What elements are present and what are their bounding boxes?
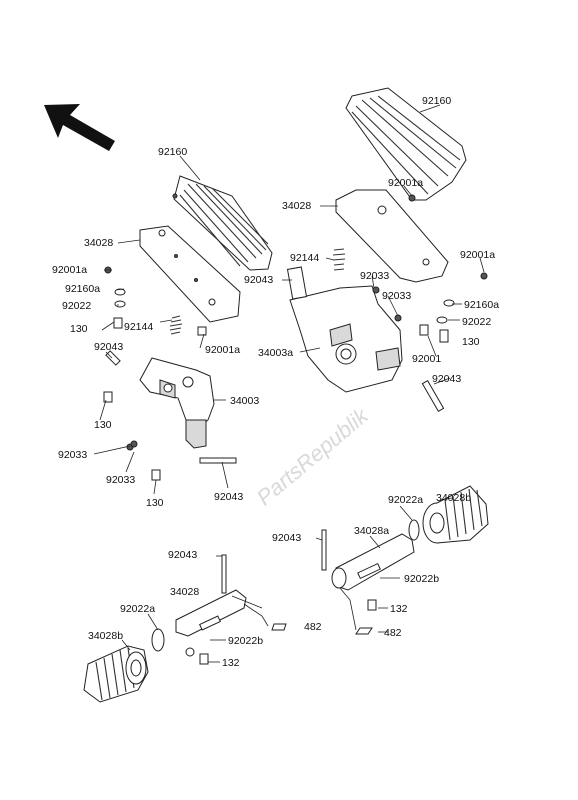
right-footpeg-small-parts: [321, 529, 377, 635]
right-floorboard-plate: [335, 189, 449, 283]
label-92043-left-a: 92043: [94, 341, 123, 353]
label-92022a-right: 92022a: [388, 494, 423, 506]
label-132-left: 132: [222, 657, 240, 669]
label-34028b-left: 34028b: [88, 630, 123, 642]
right-footpeg-body: [331, 533, 415, 591]
left-floorboard-bracket: [139, 357, 215, 449]
right-spring: [332, 248, 346, 271]
label-130-left-b: 130: [94, 419, 112, 431]
label-92033-right-a: 92033: [360, 270, 389, 282]
label-92043-lower-left: 92043: [168, 549, 197, 561]
front-direction-arrow-icon: [44, 104, 115, 151]
watermark-text: PartsRepublik: [252, 403, 374, 511]
left-spring: [169, 315, 183, 335]
label-130-right: 130: [462, 336, 480, 348]
label-92043-right-a: 92043: [244, 274, 273, 286]
label-92160-right: 92160: [422, 95, 451, 107]
label-92033-right-b: 92033: [382, 290, 411, 302]
label-92160a-right: 92160a: [464, 299, 499, 311]
label-92033-left-b: 92033: [106, 474, 135, 486]
leader-lines: [93, 104, 485, 663]
label-34028-right: 34028: [282, 200, 311, 212]
label-92144-left: 92144: [124, 321, 153, 333]
right-footpeg-washer: [408, 519, 420, 541]
left-footpeg-small-parts: [185, 623, 287, 665]
left-footpeg-rubber: [83, 645, 149, 703]
label-34003a: 34003a: [258, 347, 293, 359]
label-130-left-a: 130: [70, 323, 88, 335]
label-34003: 34003: [230, 395, 259, 407]
right-floorboard-rubber-mat: [345, 87, 467, 201]
left-pins-bolts: [103, 266, 237, 481]
label-34028-left: 34028: [84, 237, 113, 249]
left-floorboard-rubber-mat: [172, 175, 273, 271]
label-92043-right-b: 92043: [432, 373, 461, 385]
label-92022b-right: 92022b: [404, 573, 439, 585]
left-footpeg-body: [175, 554, 247, 637]
label-92160-left: 92160: [158, 146, 187, 158]
label-92001a-left-b: 92001a: [205, 344, 240, 356]
left-footpeg-washer: [151, 628, 165, 652]
label-482-left: 482: [304, 621, 322, 633]
label-34028a: 34028a: [354, 525, 389, 537]
left-floorboard-plate: [139, 225, 241, 323]
label-132-right: 132: [390, 603, 408, 615]
label-92001a-left: 92001a: [52, 264, 87, 276]
label-92043-left-b: 92043: [214, 491, 243, 503]
label-92001a-right-a: 92001a: [388, 177, 423, 189]
label-92001-right: 92001: [412, 353, 441, 365]
label-92022b-left: 92022b: [228, 635, 263, 647]
label-92144-right: 92144: [290, 252, 319, 264]
right-floorboard-bracket: [289, 285, 403, 393]
label-482-right: 482: [384, 627, 402, 639]
label-130-left-c: 130: [146, 497, 164, 509]
label-92022-right: 92022: [462, 316, 491, 328]
right-pins-bolts: [286, 194, 488, 413]
label-34028-lower-left: 34028: [170, 586, 199, 598]
part-number-labels: 92160 92160 34028 34028 92001a 92160a 92…: [52, 95, 499, 669]
label-92033-left-a: 92033: [58, 449, 87, 461]
right-footpeg-rubber: [422, 485, 489, 544]
label-92160a-left: 92160a: [65, 283, 100, 295]
label-92001a-right-b: 92001a: [460, 249, 495, 261]
label-34028b-right: 34028b: [436, 492, 471, 504]
label-92043-lower-right: 92043: [272, 532, 301, 544]
label-92022a-left: 92022a: [120, 603, 155, 615]
label-92022-left: 92022: [62, 300, 91, 312]
